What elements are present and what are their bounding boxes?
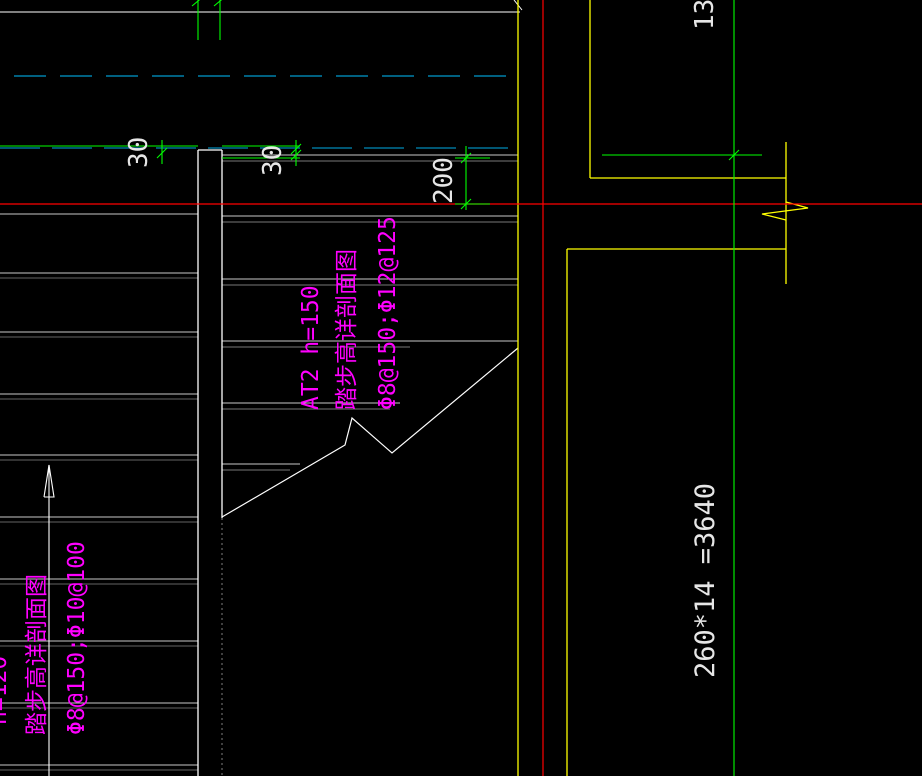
beam-outlines <box>517 0 787 776</box>
right-flight-label: AT2 h=150 <box>298 285 324 410</box>
right-stair-flight <box>222 154 518 471</box>
dimension-lines <box>0 0 762 776</box>
dimension-text-stair-run: 260*14 =3640 <box>690 483 721 678</box>
dimension-text-30-right: 30 <box>258 145 288 176</box>
right-flight-rebar: Φ8@150;Φ12@125 <box>375 216 401 410</box>
dimension-text-200: 200 <box>429 157 459 204</box>
walk-direction-arrow-icon <box>43 464 55 776</box>
right-flight-detail-note: 踏步高详剖面图 <box>334 249 360 410</box>
left-stair-flight <box>0 213 198 771</box>
flight-break-line <box>221 347 519 518</box>
left-flight-label: h=120 <box>0 656 12 725</box>
left-flight-detail-note: 踏步高详剖面图 <box>24 574 50 735</box>
dimension-text-130-partial: 130 <box>690 0 720 30</box>
left-flight-rebar: Φ8@150;Φ10@100 <box>64 541 90 735</box>
stair-well-wall <box>197 149 223 776</box>
right-flight-annotation: AT2 h=150 踏步高详剖面图 Φ8@150;Φ12@125 <box>298 216 401 410</box>
left-flight-annotation: h=120 踏步高详剖面图 Φ8@150;Φ10@100 <box>0 541 90 735</box>
beam-break-marker <box>761 201 809 221</box>
top-edge-lines <box>0 0 523 13</box>
center-line <box>0 75 516 149</box>
dimension-text-30-left: 30 <box>124 137 154 168</box>
